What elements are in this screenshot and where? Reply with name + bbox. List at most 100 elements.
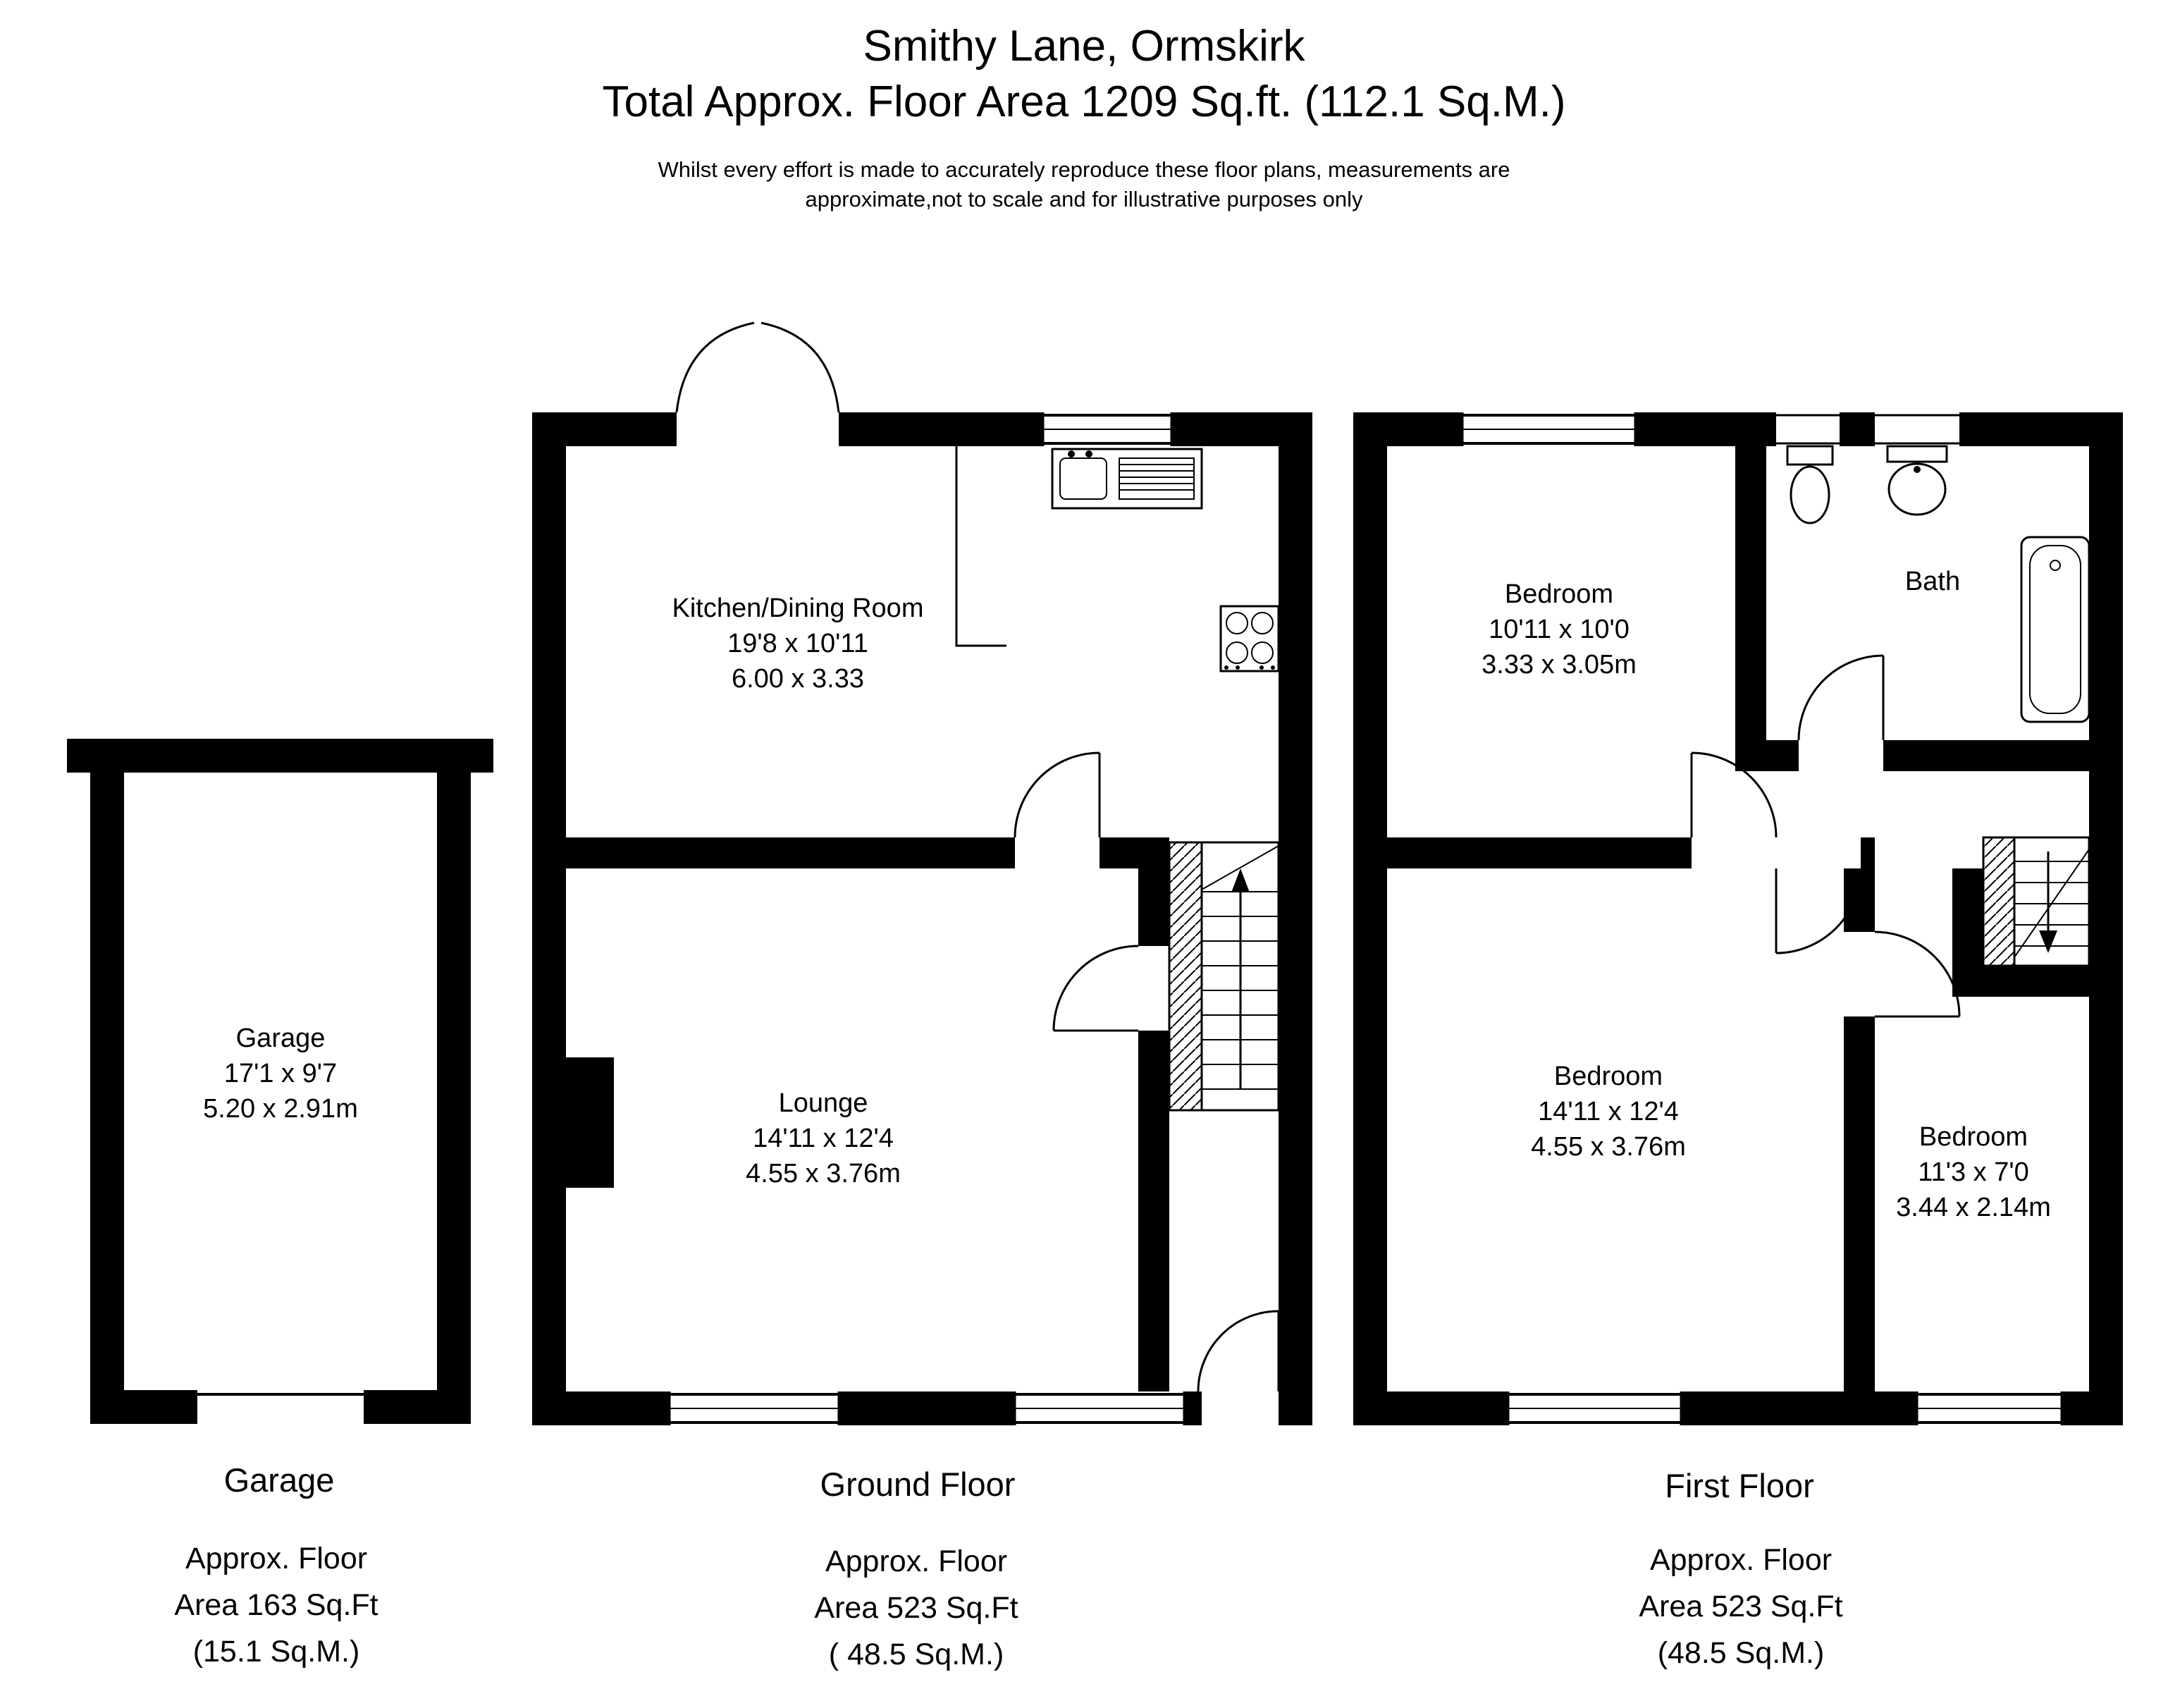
ff-bedroom-divider-2 (1844, 1016, 1875, 1391)
kitchen-room-label: Kitchen/Dining Room 19'8 x 10'11 6.00 x … (672, 591, 924, 696)
area-line-3: (48.5 Sq.M.) (1657, 1636, 1825, 1670)
area-line-3: (15.1 Sq.M.) (192, 1635, 360, 1669)
gf-hall-wall-1 (1138, 868, 1169, 946)
area-line-1: Approx. Floor (185, 1542, 368, 1575)
ground-floor-area-label: Approx. Floor Area 523 Sq.Ft ( 48.5 Sq.M… (814, 1538, 1018, 1678)
gf-wall-bottom-2 (839, 1391, 1015, 1425)
gf-stairs-up (1168, 841, 1280, 1112)
hob-fixture (1219, 605, 1280, 672)
page-title: Smithy Lane, Ormskirk (863, 22, 1305, 70)
gf-entrance-double-door (675, 321, 840, 413)
garage-wall-top (67, 739, 493, 773)
room-name: Kitchen/Dining Room (672, 594, 924, 623)
ff-wall-top-2 (1635, 412, 1776, 446)
area-line-2: Area 523 Sq.Ft (814, 1591, 1018, 1625)
room-dim-imperial: 10'11 x 10'0 (1489, 615, 1630, 644)
bedroom1-room-label: Bedroom 10'11 x 10'0 3.33 x 3.05m (1482, 577, 1637, 682)
area-line-3: ( 48.5 Sq.M.) (828, 1638, 1004, 1671)
gf-chimney-breast (566, 1057, 614, 1188)
disclaimer-line-2: approximate,not to scale and for illustr… (805, 187, 1363, 211)
bath-room-label: Bath (1905, 564, 1960, 599)
room-dim-imperial: 14'11 x 12'4 (753, 1124, 894, 1153)
gf-window-bottom-left (668, 1391, 840, 1425)
gf-hall-wall-2 (1138, 1031, 1169, 1391)
ff-bath-wall-bottom-2 (1883, 740, 2089, 771)
toilet-fixture (1786, 445, 1834, 524)
ff-bath-door-arc (1797, 654, 1885, 741)
header: Smithy Lane, Ormskirk Total Approx. Floo… (16, 0, 2152, 214)
gf-kitchen-door-arc (1014, 751, 1101, 838)
ff-divider-wall-1 (1387, 837, 1692, 868)
gf-lounge-door-arc (1052, 945, 1139, 1032)
room-name: Bedroom (1918, 1122, 2028, 1152)
gf-wall-bottom-1 (532, 1391, 670, 1425)
room-dim-imperial: 17'1 x 9'7 (223, 1059, 338, 1088)
room-dim-metric: 5.20 x 2.91m (203, 1094, 358, 1124)
room-name: Lounge (778, 1088, 868, 1118)
garage-wall-left (90, 773, 124, 1424)
ff-divider-wall-2 (1861, 837, 1875, 868)
gf-stairs-up-arrow-icon (1231, 868, 1250, 892)
gf-wall-top-1 (532, 412, 677, 446)
room-name: Bath (1904, 567, 1961, 596)
garage-room-label: Garage 17'1 x 9'7 5.20 x 2.91m (203, 1021, 358, 1126)
gf-wall-left (532, 446, 566, 1391)
area-line-1: Approx. Floor (1649, 1543, 1833, 1577)
bedroom2-room-label: Bedroom 14'11 x 12'4 4.55 x 3.76m (1531, 1059, 1686, 1165)
gf-divider-wall-2 (1100, 837, 1169, 868)
room-dim-imperial: 11'3 x 7'0 (1918, 1157, 2029, 1187)
garage-caption: Garage (223, 1461, 335, 1499)
bedroom3-room-label: Bedroom 11'3 x 7'0 3.44 x 2.14m (1896, 1119, 2051, 1225)
room-name: Bedroom (1504, 579, 1614, 609)
ff-bath-wall-bottom-1 (1735, 740, 1799, 771)
room-dim-imperial: 14'11 x 12'4 (1538, 1097, 1679, 1126)
ff-wall-bottom-1 (1353, 1391, 1508, 1425)
garage-area-label: Approx. Floor Area 163 Sq.Ft (15.1 Sq.M.… (174, 1535, 378, 1675)
room-dim-imperial: 19'8 x 10'11 (727, 629, 868, 658)
gf-wall-top-3 (1171, 412, 1312, 446)
ff-wall-right (2089, 446, 2123, 1391)
ff-wall-bottom-2 (1681, 1391, 1917, 1425)
ff-window-bottom-left (1507, 1391, 1682, 1425)
kitchen-sink-fixture (1051, 448, 1203, 510)
ff-wall-top-1 (1353, 412, 1462, 446)
disclaimer-line-1: Whilst every effort is made to accuratel… (658, 157, 1510, 182)
ground-floor-caption: Ground Floor (820, 1466, 1016, 1503)
kitchen-counter-line (955, 446, 1006, 647)
garage-wall-right (437, 773, 471, 1424)
gf-wall-top-2 (839, 412, 1043, 446)
ff-bath-window-2 (1875, 414, 1959, 445)
lounge-room-label: Lounge 14'11 x 12'4 4.55 x 3.76m (746, 1086, 901, 1191)
room-name: Bedroom (1553, 1062, 1663, 1091)
gf-wall-bottom-3 (1184, 1391, 1202, 1425)
room-dim-metric: 3.44 x 2.14m (1896, 1193, 2051, 1222)
ff-stairs-down-arrow-icon (2039, 930, 2057, 953)
first-floor-caption: First Floor (1665, 1467, 1814, 1504)
ff-bedroom3-door-arc (1874, 930, 1961, 1018)
room-name: Garage (235, 1024, 326, 1053)
garage-wall-bottom-right (364, 1390, 471, 1424)
room-dim-metric: 3.33 x 3.05m (1482, 650, 1637, 680)
ff-wall-left (1353, 446, 1387, 1391)
bath-sink-fixture (1886, 445, 1948, 516)
gf-divider-wall-1 (566, 837, 1015, 868)
area-line-2: Area 163 Sq.Ft (174, 1588, 378, 1622)
ff-wall-top-4 (1959, 412, 2123, 446)
gf-window-top (1042, 412, 1173, 446)
area-line-2: Area 523 Sq.Ft (1639, 1590, 1843, 1623)
garage-plan (67, 739, 493, 1424)
ff-bath-window-1 (1776, 414, 1840, 445)
ff-bedroom1-door-arc (1690, 751, 1778, 838)
ff-window-bottom-right (1916, 1391, 2063, 1425)
bathtub-fixture (2020, 536, 2090, 723)
ff-bedroom2-door-arc (1775, 868, 1862, 954)
ff-window-top (1461, 412, 1637, 446)
first-floor-area-label: Approx. Floor Area 523 Sq.Ft (48.5 Sq.M.… (1639, 1537, 1842, 1676)
gf-wall-bottom-corner (1279, 1391, 1312, 1425)
gf-window-bottom-right (1014, 1391, 1185, 1425)
ff-stairs-down (1982, 836, 2090, 967)
room-dim-metric: 4.55 x 3.76m (1531, 1132, 1686, 1162)
gf-wall-right (1279, 446, 1312, 1391)
